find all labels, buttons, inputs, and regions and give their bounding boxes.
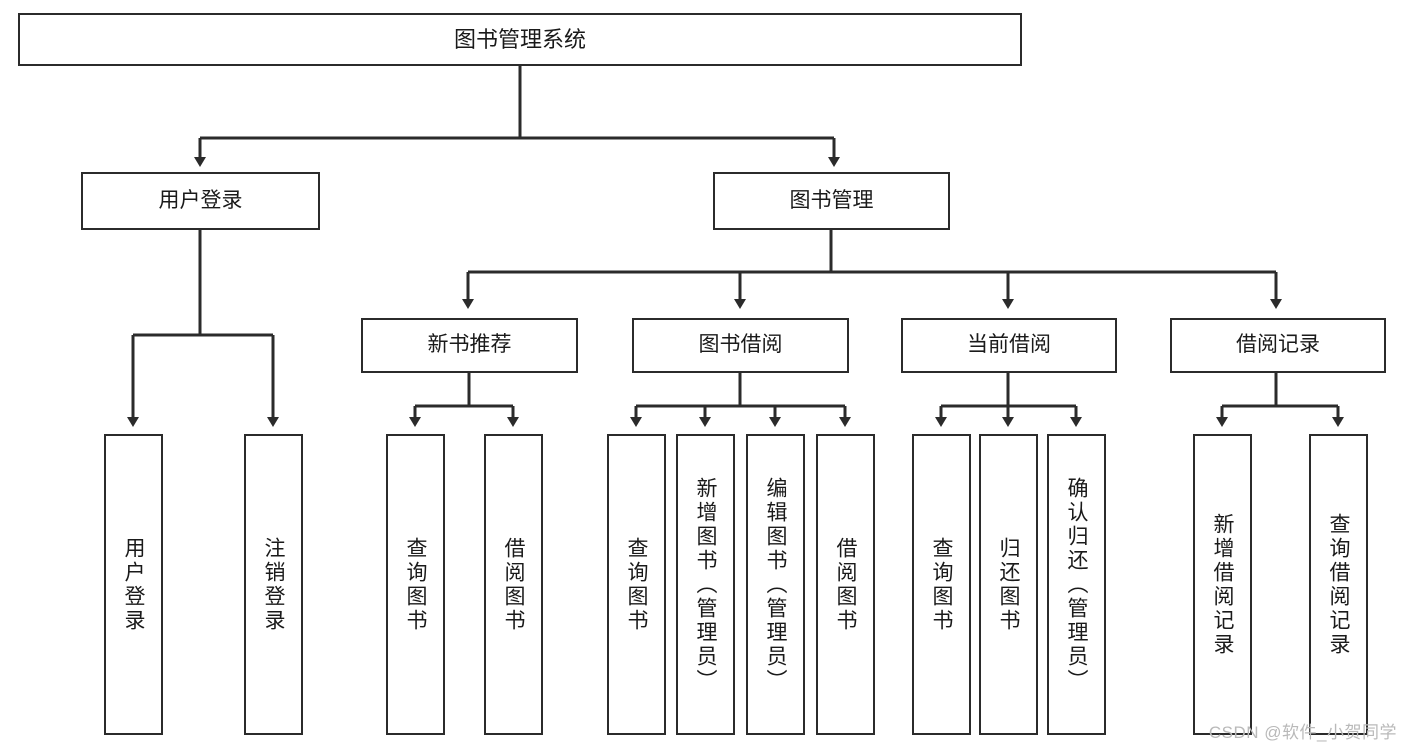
- node-root-system[interactable]: 图书管理系统: [18, 13, 1022, 66]
- node-label: 图书管理系统: [453, 26, 586, 52]
- leaf-return-book[interactable]: 归还图书: [979, 434, 1038, 735]
- node-label: 用户登录: [158, 188, 243, 212]
- node-book-management[interactable]: 图书管理: [713, 172, 950, 230]
- node-label: 图书管理: [789, 188, 874, 212]
- leaf-add-book-admin[interactable]: 新增图书（管理员）: [676, 434, 735, 735]
- node-label: 借阅图书: [834, 536, 857, 633]
- node-label: 当前借阅: [967, 333, 1051, 357]
- leaf-query-borrow-record[interactable]: 查询借阅记录: [1309, 434, 1368, 735]
- leaf-query-book-borrow[interactable]: 查询图书: [607, 434, 666, 735]
- leaf-borrow-book[interactable]: 借阅图书: [816, 434, 875, 735]
- node-label: 新书推荐: [427, 333, 512, 357]
- node-new-book-recommend[interactable]: 新书推荐: [361, 318, 578, 373]
- leaf-edit-book-admin[interactable]: 编辑图书（管理员）: [746, 434, 805, 735]
- node-label: 查询借阅记录: [1327, 512, 1350, 657]
- leaf-query-book-current[interactable]: 查询图书: [912, 434, 971, 735]
- leaf-confirm-return-admin[interactable]: 确认归还（管理员）: [1047, 434, 1106, 735]
- node-label: 注销登录: [262, 536, 285, 633]
- leaf-logout[interactable]: 注销登录: [244, 434, 303, 735]
- node-label: 新增借阅记录: [1211, 512, 1234, 657]
- node-label: 新增图书（管理员）: [694, 476, 717, 693]
- node-book-borrow[interactable]: 图书借阅: [632, 318, 849, 373]
- node-label: 图书借阅: [698, 333, 783, 357]
- node-label: 归还图书: [997, 536, 1020, 633]
- node-current-borrow[interactable]: 当前借阅: [901, 318, 1117, 373]
- node-label: 借阅记录: [1236, 333, 1320, 357]
- leaf-borrow-book-recommend[interactable]: 借阅图书: [484, 434, 543, 735]
- node-label: 查询图书: [404, 536, 427, 633]
- node-label: 用户登录: [122, 536, 145, 633]
- node-label: 编辑图书（管理员）: [764, 476, 787, 693]
- node-user-login[interactable]: 用户登录: [81, 172, 320, 230]
- node-label: 确认归还（管理员）: [1065, 476, 1088, 693]
- node-borrow-record[interactable]: 借阅记录: [1170, 318, 1386, 373]
- leaf-user-login[interactable]: 用户登录: [104, 434, 163, 735]
- csdn-watermark: CSDN @软件_小贺同学: [1208, 723, 1397, 742]
- leaf-add-borrow-record[interactable]: 新增借阅记录: [1193, 434, 1252, 735]
- node-label: 查询图书: [930, 536, 953, 633]
- node-label: 借阅图书: [502, 536, 525, 633]
- leaf-query-book-recommend[interactable]: 查询图书: [386, 434, 445, 735]
- node-label: 查询图书: [625, 536, 648, 633]
